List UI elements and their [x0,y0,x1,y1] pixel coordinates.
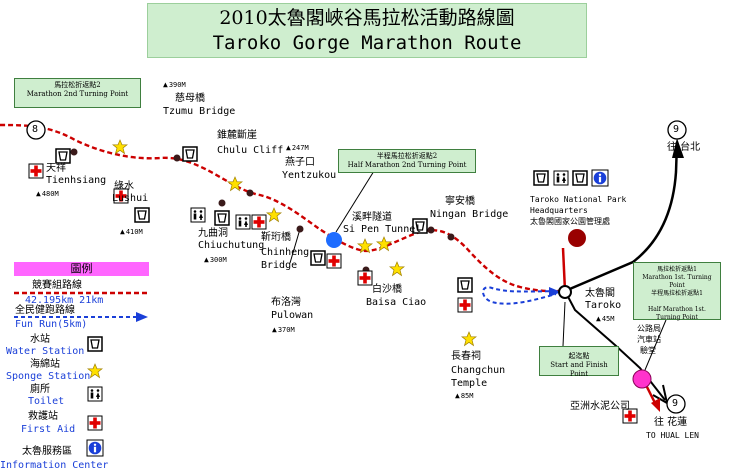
legend-water-en: Water Station [6,346,85,357]
callout-en2: Half Marathon 1st. Turning Point [648,306,706,321]
route-9-south-number: 9 [672,398,679,409]
callout-zh: 半程馬拉松折返點2 [376,152,438,160]
ningan-zh: 寧安橋 [445,196,475,207]
tienhsiang-en: Tienhsiang [46,175,107,186]
changchun-en: Changchun Temple [451,365,506,389]
chulu-zh: 錐麓斷崖 [217,130,257,141]
callout-en: Marathon 2nd Turning Point [26,90,129,98]
tzumu-altitude: 390M [163,80,186,89]
to-hualien-zh: 往 花蓮 [654,417,688,428]
route-8-shield [26,120,46,140]
changchun-altitude: 85M [455,391,474,400]
legend-aid-zh: 救護站 [28,411,58,422]
legend-icons [14,291,148,457]
lushui-altitude: 410M [120,227,143,236]
turning-point-1-callout: 馬拉松折返點1 Marathon 1st. Turning Point 半程馬拉… [633,262,721,321]
chiuchutung-altitude: 300M [204,255,227,264]
callout-en: Start and Finish Point [550,361,608,378]
chiuchutung-zh: 九曲洞 [198,228,228,239]
hq-zh: 太魯閣國家公園管理處 [530,217,610,226]
yentzukou-altitude: 247M [286,143,309,152]
start-finish-node [558,285,572,299]
cement-company: 亞洲水泥公司 [570,401,630,412]
callout-en1: Marathon 1st. Turning Point [642,274,712,289]
legend-sponge-en: Sponge Station [6,371,91,382]
race-route-line [0,123,566,293]
fun-run-loop [482,286,557,305]
legend-aid-en: First Aid [21,424,76,435]
taroko-altitude: 45M [596,314,615,323]
legend-toilet-en: Toilet [28,396,65,407]
callout-zh: 起迄點 [568,352,590,360]
to-taipei: 往 台北 [667,142,701,153]
chinheng-en: Chinheng Bridge [261,247,310,271]
to-hualien-en: TO HUAL LEN [646,431,699,440]
baisa-zh: 白沙橋 [372,284,402,295]
callout-zh1: 馬拉松折返點1 [657,266,697,273]
legend-water-zh: 水站 [30,334,50,345]
chiuchutung-en: Chiuchutung [198,240,265,251]
legend-info-en: Information Center [0,460,109,471]
legend-toilet-zh: 廁所 [30,384,50,395]
map-title: 2010太魯閣峽谷馬拉松活動路線圖 Taroko Gorge Marathon … [147,3,587,58]
bus-station-zh1: 公路局 [637,324,661,333]
callout-en: Half Marathon 2nd Turning Point [347,161,467,169]
legend-title: 圖例 [14,262,149,276]
route-9-shield-north [667,120,687,140]
pulowan-zh: 布洛灣 [271,297,301,308]
hq-en1: Taroko National Park [530,195,627,204]
headquarters-dot [568,229,586,247]
route-9-shield-south [666,394,686,414]
chulu-en: Chulu Cliff [217,145,284,156]
tienhsiang-zh: 天祥 [46,163,66,174]
title-chinese: 2010太魯閣峽谷馬拉松活動路線圖 [219,7,515,29]
taroko-zh: 太魯閣 [585,288,615,299]
start-finish-callout: 起迄點 Start and Finish Point [539,346,619,378]
baisa-en: Baisa Ciao [366,297,427,308]
legend-info-zh: 太魯服務區 [22,446,72,457]
yentzukou-zh: 燕子口 [285,157,315,168]
legend-sponge-zh: 海綿站 [30,359,60,370]
sipen-en: Si Pen Tunnel [343,224,422,235]
hq-en2: Headquarters [530,206,588,215]
route-9-north-number: 9 [673,124,680,135]
turning-point-1-dot [632,369,652,389]
pulowan-altitude: 370M [272,325,295,334]
title-english: Taroko Gorge Marathon Route [212,32,522,54]
marathon-turning-point-2-callout: 馬拉松折返點2 Marathon 2nd Turning Point [14,78,141,108]
bus-station-zh3: 驗堂 [640,346,656,355]
sipen-zh: 溪畔隧道 [352,212,392,223]
taroko-en: Taroko [585,300,622,311]
legend-race-en: 42.195km 21km [25,295,104,306]
tzumu-en: Tzumu Bridge [163,106,236,117]
bus-station-zh2: 汽車站 [637,335,661,344]
callout-zh: 馬拉松折返點2 [54,81,101,89]
pulowan-en: Pulowan [271,310,314,321]
half-marathon-turning-point-2-callout: 半程馬拉松折返點2 Half Marathon 2nd Turning Poin… [338,149,476,173]
callout-zh2: 半程馬拉松折返點1 [651,290,703,297]
legend-fun-en: Fun Run(5km) [15,319,88,330]
legend-race-zh: 競賽組路線 [32,280,82,291]
route-8-number: 8 [32,124,39,135]
ningan-en: Ningan Bridge [430,209,509,220]
half-turning-point-2-dot [326,232,342,248]
lushui-zh: 綠水 [114,181,134,192]
changchun-zh: 長春祠 [451,351,481,362]
tienhsiang-altitude: 480M [36,189,59,198]
yentzukou-en: Yentzukou [282,170,337,181]
legend-fun-zh: 全民健跑路線 [15,305,75,316]
lushui-en: Lushui [112,193,149,204]
tzumu-zh: 慈母橋 [175,93,205,104]
chinheng-zh: 靳珩橋 [261,232,291,243]
